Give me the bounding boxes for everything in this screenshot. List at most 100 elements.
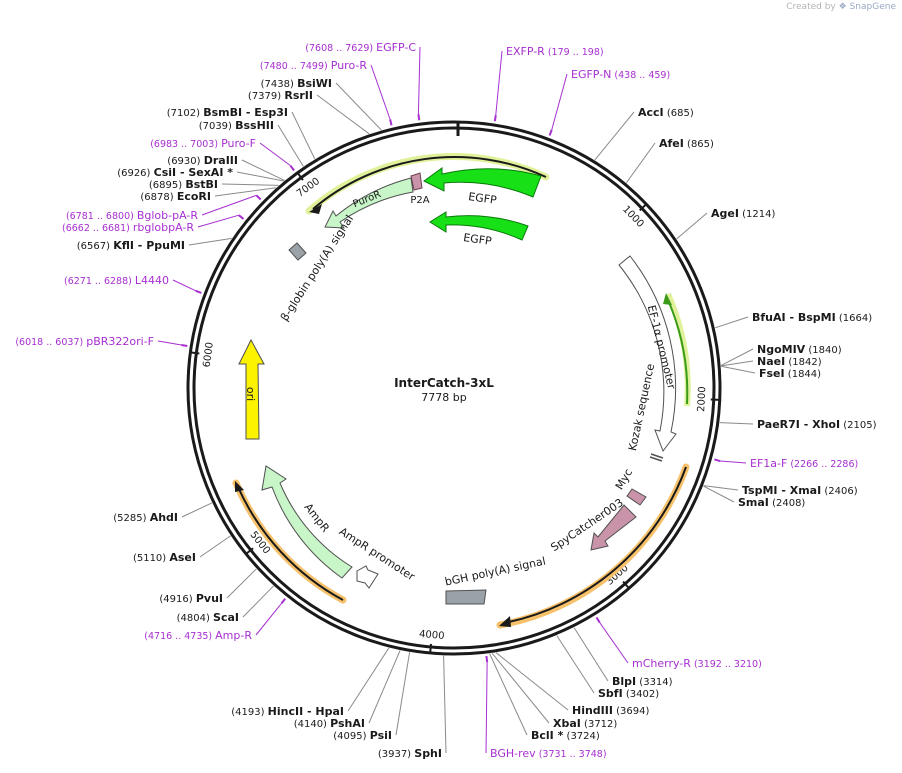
enzyme-leader-line	[625, 142, 656, 184]
spycatcher-arrowhead	[499, 616, 511, 627]
primer-leader-line	[255, 603, 282, 636]
primer-leader-line	[259, 142, 291, 167]
primer-name: mCherry-R	[632, 657, 691, 670]
enzyme-leader-line	[491, 652, 550, 724]
primer-name: L4440	[135, 274, 169, 287]
enzyme-position: (5110)	[133, 553, 169, 564]
ef1a-region-arc	[667, 299, 689, 405]
enzyme-name: HindIII	[572, 704, 613, 717]
enzyme-site-paer7i: PaeR7I - XhoI (2105)	[757, 418, 877, 431]
feature-label-bgh-polya: bGH poly(A) signal	[444, 555, 547, 589]
enzyme-name: - HpaI	[303, 705, 344, 718]
primer-egfp-n: EGFP-N (438 .. 459)	[571, 68, 670, 81]
tick-mark	[245, 547, 254, 555]
primer-site-mark	[595, 616, 601, 623]
primer-site-mark	[417, 114, 421, 121]
enzyme-position: (4140)	[294, 719, 330, 730]
enzyme-position: (7039)	[199, 121, 235, 132]
enzyme-name: ScaI	[213, 611, 239, 624]
feature-label-egfp-inner: EGFP	[463, 231, 493, 248]
enzyme-position: (5285)	[113, 513, 149, 524]
beta-globin-polya-box	[288, 242, 307, 261]
primer-puro-f: (6983 .. 7003) Puro-F	[150, 137, 256, 150]
spycatcher003-arrow	[590, 504, 637, 551]
primer-range: (3731 .. 3748)	[536, 749, 607, 760]
tick-label: 4000	[419, 629, 445, 642]
primer-range: (6662 .. 6681)	[62, 223, 133, 234]
ampr-region-arrowhead	[235, 481, 244, 492]
enzyme-position: (3937)	[378, 749, 414, 760]
enzyme-position: (685)	[664, 108, 694, 119]
enzyme-name: PaeR7I	[757, 418, 800, 431]
enzyme-site-bsiwi: (7438) BsiWI	[261, 77, 332, 90]
enzyme-site-smai: SmaI (2408)	[738, 496, 805, 509]
enzyme-leader-line	[221, 183, 279, 186]
enzyme-name: AhdI	[150, 511, 178, 524]
credit-prefix: Created by	[786, 2, 836, 12]
primer-puro-r: (7480 .. 7499) Puro-R	[260, 59, 367, 72]
enzyme-site-acci: AccI (685)	[638, 106, 694, 119]
enzyme-site-sbfi: SbfI (3402)	[598, 687, 659, 700]
enzyme-position: (3402)	[623, 689, 660, 700]
enzyme-site-tspmi: TspMI - XmaI (2406)	[742, 484, 858, 497]
feature-label-egfp-outer: EGFP	[468, 190, 498, 207]
primer-rbglobpa-r: (6662 .. 6681) rbglobpA-R	[62, 221, 194, 234]
enzyme-position: (4804)	[177, 613, 213, 624]
enzyme-name: XbaI	[553, 717, 581, 730]
primer-mcherry-r: mCherry-R (3192 .. 3210)	[632, 657, 762, 670]
plasmid-length: 7778 bp	[421, 391, 466, 404]
feature-label-ori: ori	[244, 387, 257, 401]
primer-name: EGFP-C	[376, 41, 416, 54]
enzyme-name: PvuI	[196, 592, 223, 605]
primer-name: Amp-R	[215, 629, 252, 642]
enzyme-leader-line	[347, 647, 390, 712]
primer-range: (3192 .. 3210)	[691, 659, 762, 670]
enzyme-site-pvui: (4916) PvuI	[159, 592, 223, 605]
ef1a-region-arrowhead	[663, 293, 672, 305]
primer-site-mark	[255, 194, 262, 201]
enzyme-name: SphI	[414, 747, 442, 760]
snapgene-logo-icon: ❖	[838, 2, 847, 12]
enzyme-name: AgeI	[711, 207, 739, 220]
ampr-promoter-arrow	[356, 565, 379, 589]
enzyme-name: - XmaI	[778, 484, 822, 497]
enzyme-site-blpi: BlpI (3314)	[612, 675, 673, 688]
enzyme-position: (3694)	[613, 706, 650, 717]
primer-range: (2266 .. 2286)	[787, 459, 858, 470]
feature-label-beta-globin-polya: β-globin poly(A) signal	[278, 213, 356, 324]
primer-site-mark	[548, 129, 553, 136]
primer-ef1a-f: EF1a-F (2266 .. 2286)	[750, 457, 858, 470]
primer-bgh-rev: BGH-rev (3731 .. 3748)	[490, 747, 607, 760]
feature-label-myc: Myc	[613, 466, 635, 492]
enzyme-site-xbai: XbaI (3712)	[553, 717, 617, 730]
snapgene-credit: Created by ❖ SnapGene	[786, 2, 896, 12]
enzyme-site-scai: (4804) ScaI	[177, 611, 239, 624]
enzyme-position: (3712)	[581, 719, 618, 730]
enzyme-site-csii: (6926) CsiI - SexAI *	[117, 166, 233, 179]
enzyme-position: (7102)	[167, 108, 203, 119]
primer-leader-line	[599, 622, 629, 664]
enzyme-leader-line	[719, 422, 754, 425]
enzyme-leader-line	[241, 159, 285, 181]
primer-site-mark	[389, 119, 393, 126]
feature-layer	[232, 153, 691, 629]
primer-range: (6781 .. 6800)	[66, 211, 137, 222]
tick-mark	[190, 351, 200, 355]
enzyme-name: NgoMIV	[757, 343, 806, 356]
enzyme-position: (4916)	[159, 594, 195, 605]
enzyme-leader-line	[316, 94, 370, 135]
primer-range: (438 .. 459)	[611, 70, 670, 81]
primer-bglob-pa-r: (6781 .. 6800) Bglob-pA-R	[66, 209, 198, 222]
enzyme-leader-line	[226, 568, 257, 599]
primer-range: (7608 .. 7629)	[305, 43, 376, 54]
enzyme-leader-line	[181, 502, 213, 518]
enzyme-leader-line	[236, 171, 284, 182]
feature-label-kozak: Kozak sequence	[626, 362, 657, 452]
enzyme-name: KflI	[113, 239, 134, 252]
primer-name: Puro-F	[221, 137, 256, 150]
enzyme-site-hincii: (4193) HincII - HpaI	[231, 705, 344, 718]
enzyme-site-kfli: (6567) KflI - PpuMI	[77, 239, 185, 252]
primer-name: Puro-R	[331, 59, 368, 72]
p2a-box	[410, 172, 423, 191]
